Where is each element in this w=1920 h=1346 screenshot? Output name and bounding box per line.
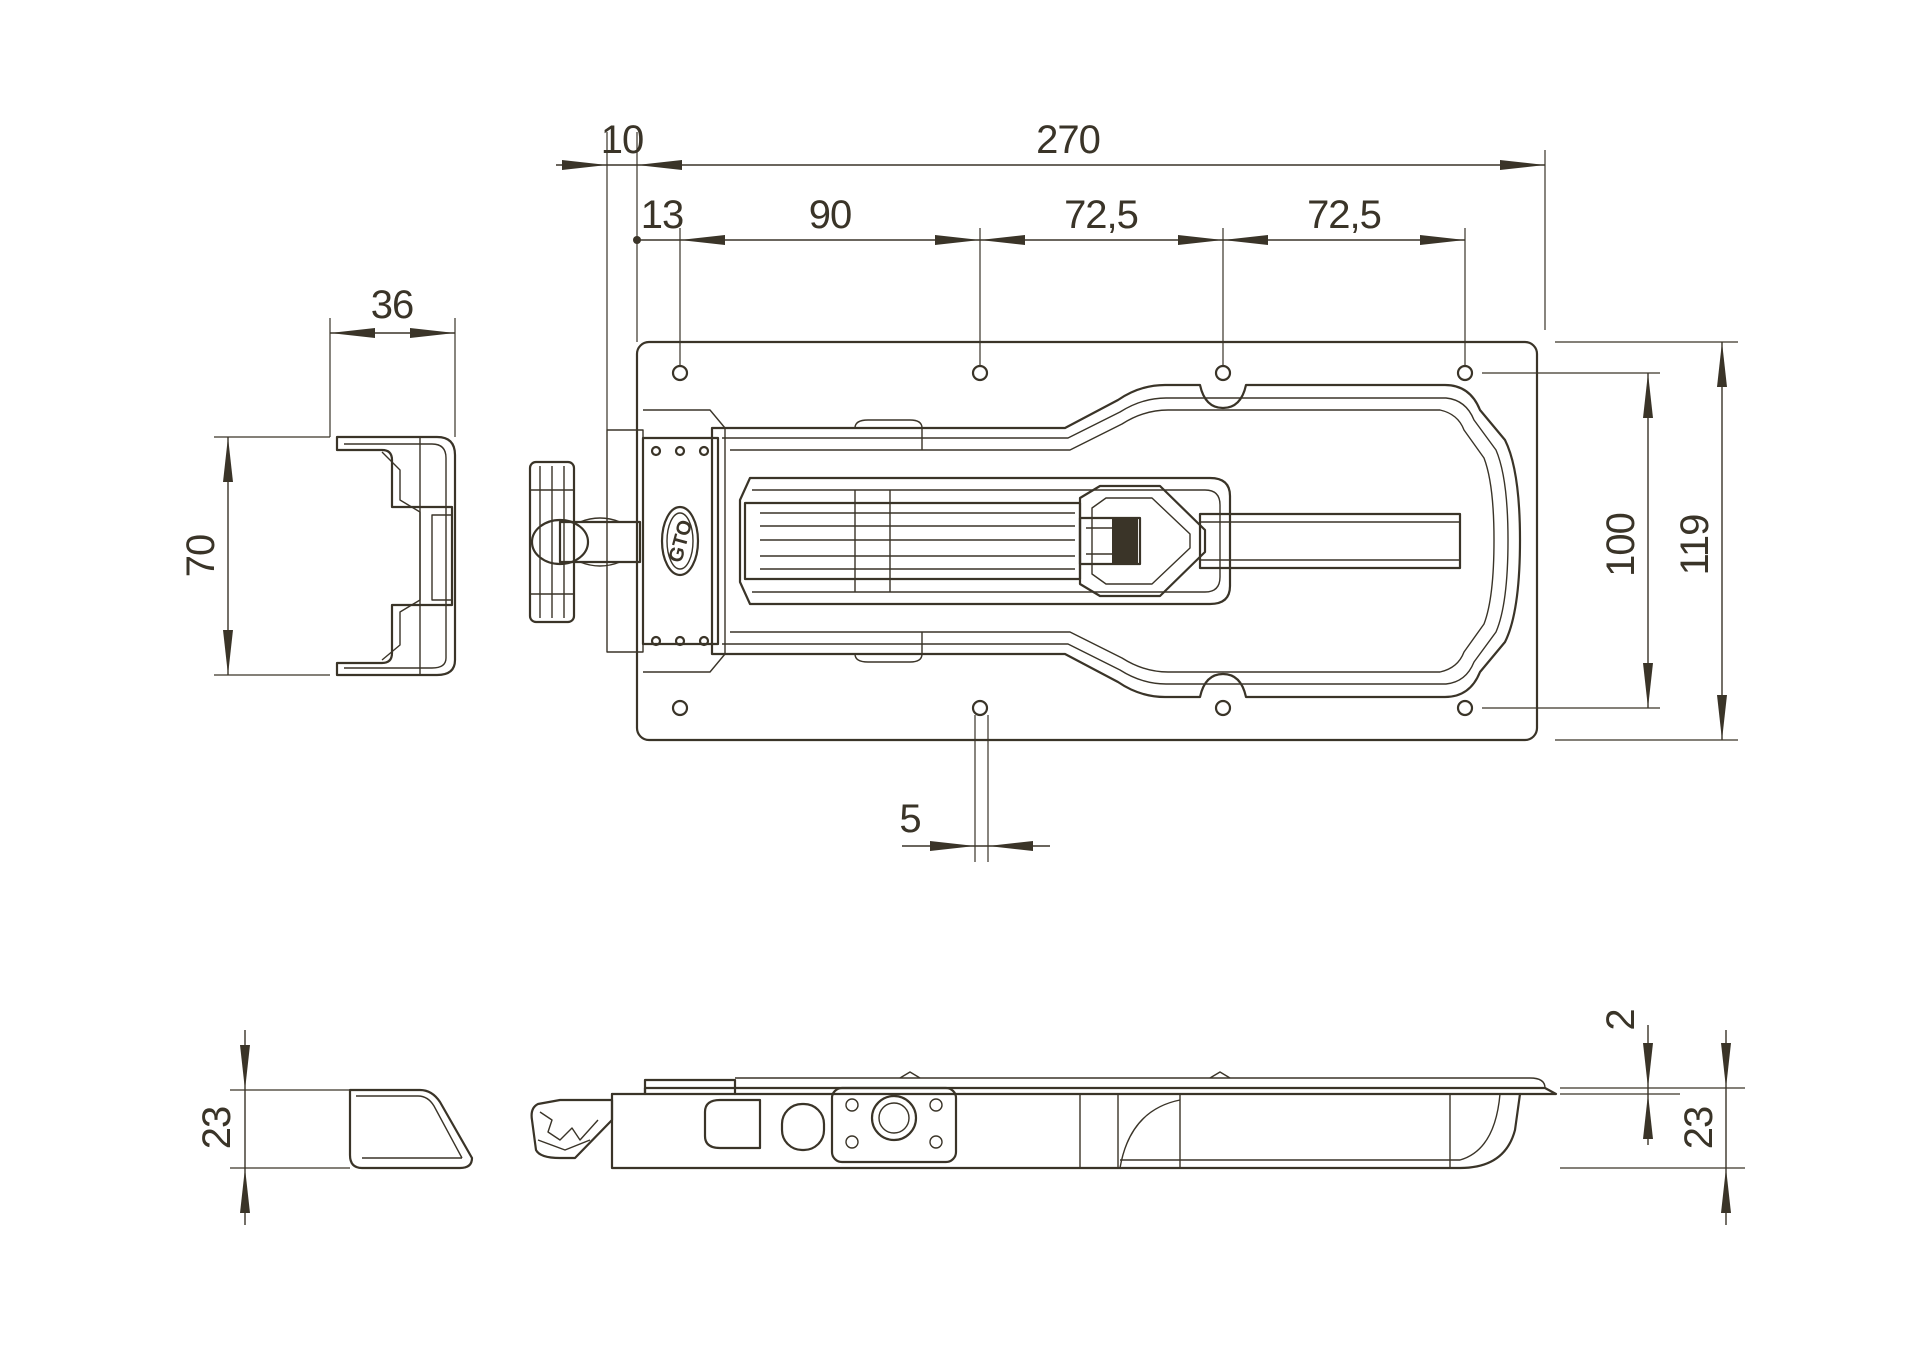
dim-catch-width: 36 [371, 283, 414, 327]
dim-spacing-1: 90 [809, 193, 852, 237]
dimension-lines [214, 132, 1745, 1225]
dim-hole-offset: 13 [641, 193, 684, 237]
latch-side-view [530, 1071, 1558, 1170]
dim-plate-width: 119 [1673, 515, 1717, 576]
dim-plate-thickness: 2 [1599, 1009, 1643, 1030]
dimension-labels: 270 10 13 90 72,5 72,5 36 70 100 119 5 2… [179, 118, 1721, 1149]
dim-overall-length: 270 [1036, 118, 1100, 162]
bracket-screws [650, 445, 710, 647]
dim-hole-spacing-vertical: 100 [1599, 513, 1643, 577]
dim-body-height: 23 [1677, 1107, 1721, 1150]
catch-top-view [335, 435, 457, 677]
catch-side-view [348, 1088, 474, 1170]
dim-catch-height: 23 [195, 1107, 239, 1150]
bolt-knob [528, 460, 576, 624]
dim-hole-diameter: 5 [899, 797, 920, 841]
dim-catch-length: 70 [179, 535, 223, 578]
dim-spacing-2: 72,5 [1064, 193, 1138, 237]
dim-spacing-3: 72,5 [1307, 193, 1381, 237]
dim-offset-left: 10 [601, 118, 644, 162]
latch-top-view: GTO [528, 340, 1539, 742]
